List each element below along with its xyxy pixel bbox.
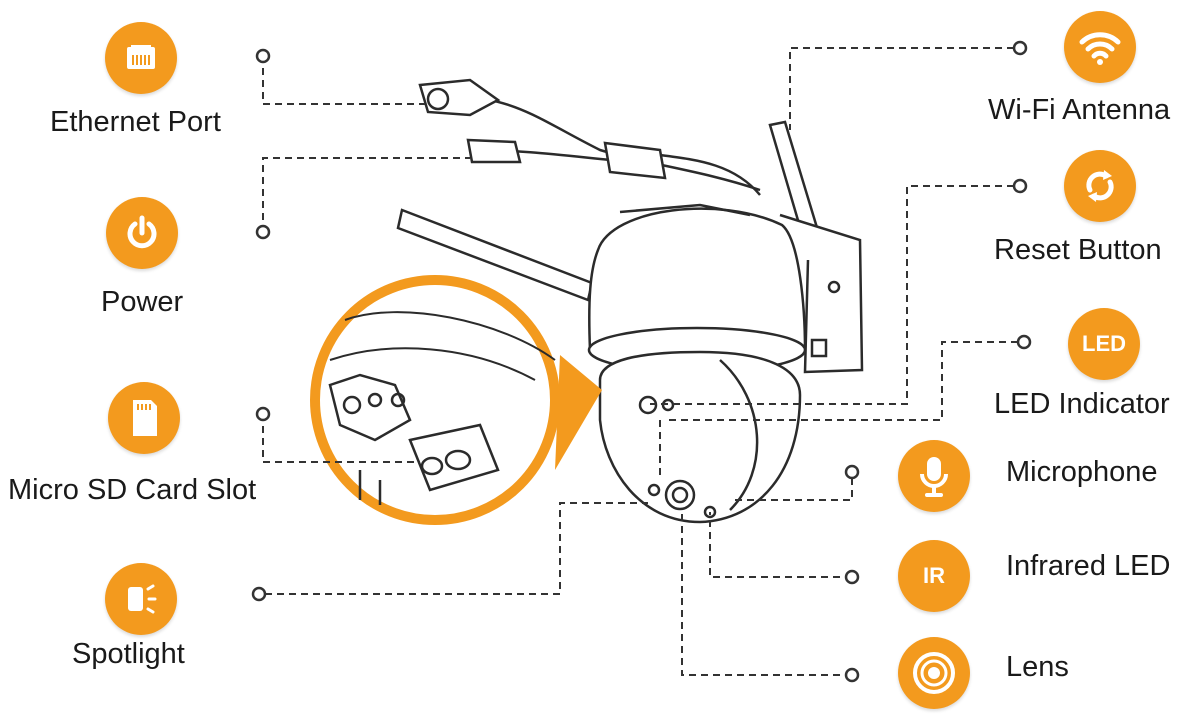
spotlight-icon [105, 563, 177, 635]
led-badge: LED [1068, 308, 1140, 380]
power-icon [106, 197, 178, 269]
led-indicator-label: LED Indicator [994, 388, 1170, 420]
micro-sd-card-slot-label: Micro SD Card Slot [8, 474, 257, 506]
microphone-icon [898, 440, 970, 512]
lens-icon [898, 637, 970, 709]
reset-icon [1064, 150, 1136, 222]
led-badge-text: LED [1082, 331, 1126, 356]
infrared-led-label: Infrared LED [1006, 550, 1171, 582]
sd-card-icon [108, 382, 180, 454]
ethernet-port-label: Ethernet Port [50, 106, 221, 138]
wifi-icon [1064, 11, 1136, 83]
reset-button-label: Reset Button [994, 234, 1162, 266]
wifi-antenna-label: Wi-Fi Antenna [988, 94, 1171, 126]
ir-badge-text: IR [923, 563, 945, 588]
ir-badge: IR [898, 540, 970, 612]
ethernet-port-icon [105, 22, 177, 94]
microphone-label: Microphone [1006, 456, 1158, 488]
spotlight-label: Spotlight [72, 638, 185, 670]
power-label: Power [101, 286, 184, 318]
lens-label: Lens [1006, 651, 1069, 683]
